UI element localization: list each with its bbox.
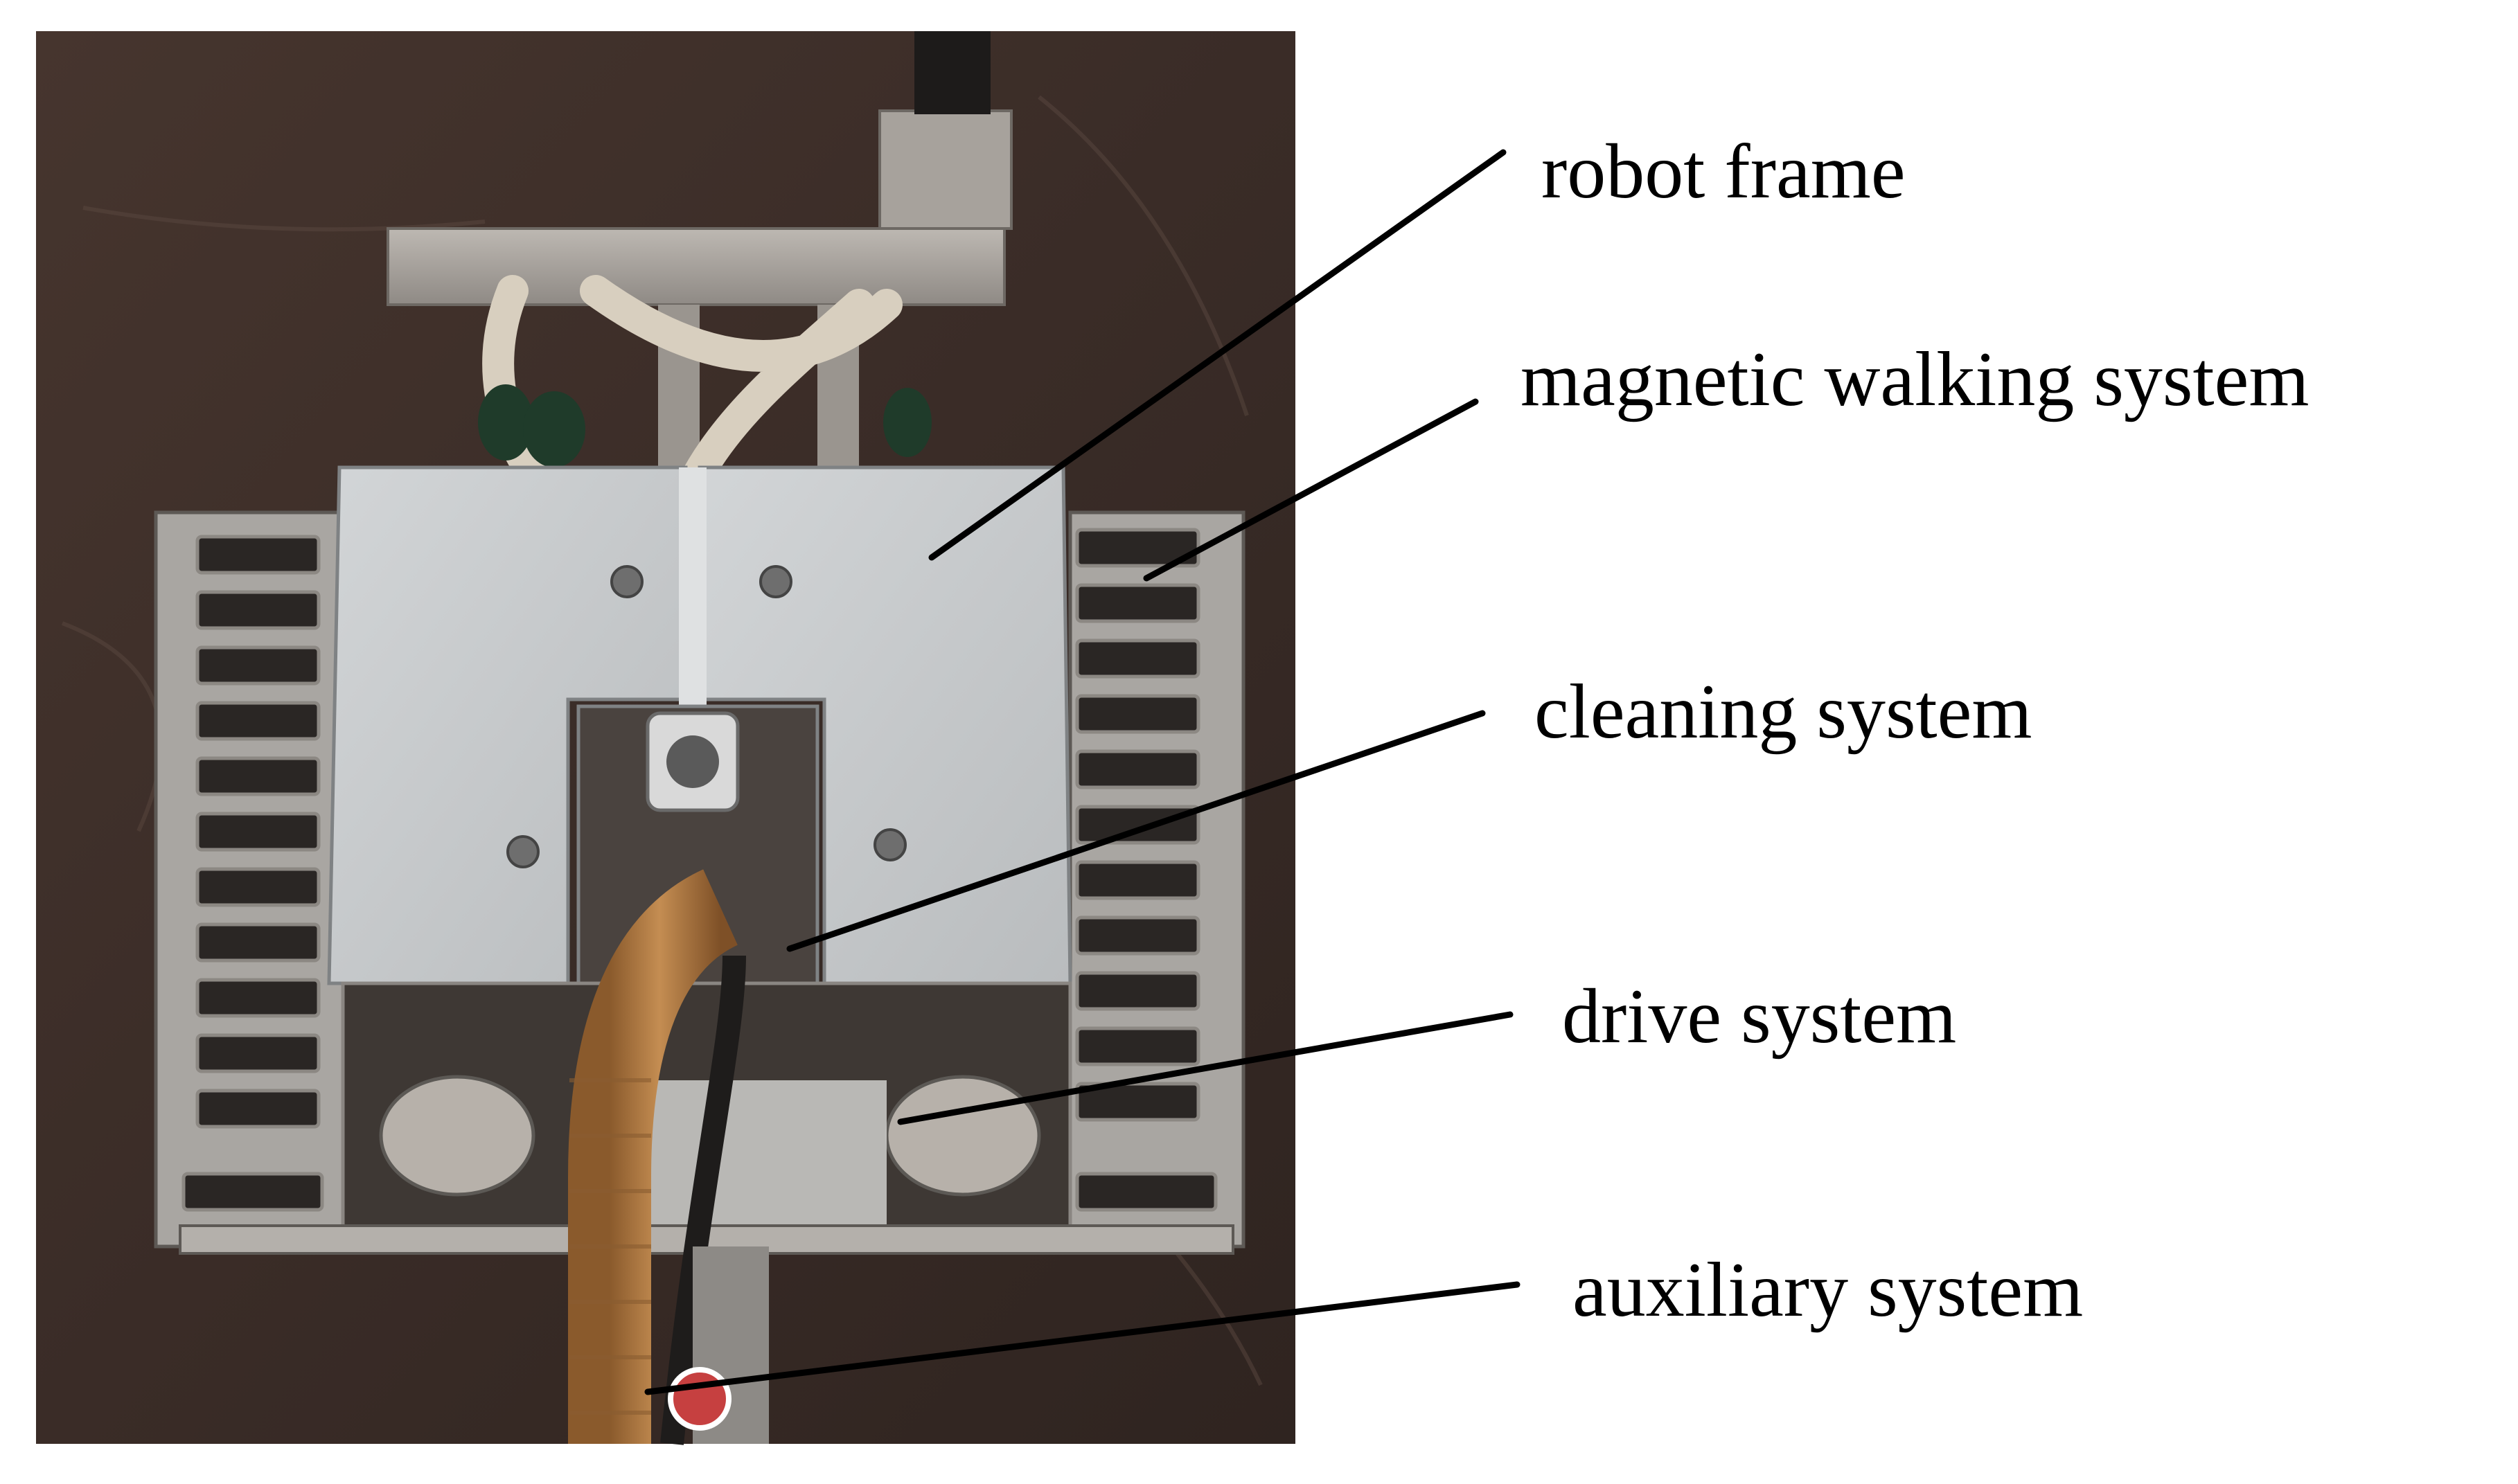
leader-line-magnetic-walking — [1143, 398, 1479, 582]
robot-photo — [36, 31, 1295, 1445]
top-bracket-bar — [387, 227, 1006, 306]
right-track — [1075, 528, 1218, 1212]
track-pad — [195, 812, 321, 852]
track-pad — [1075, 638, 1200, 679]
track-pad — [1075, 1172, 1218, 1212]
track-pad — [195, 867, 321, 907]
track-pad — [195, 535, 321, 575]
left-track — [181, 535, 324, 1212]
panel-bolt — [610, 565, 644, 598]
track-pad — [1075, 915, 1200, 956]
hose-ribs — [569, 1078, 651, 1415]
track-pad — [1075, 1082, 1200, 1122]
cleaning-motor-hub — [666, 735, 719, 788]
robot-frame-panels — [327, 465, 1072, 985]
label-cleaning-system: cleaning system — [1534, 669, 2032, 755]
panel-bolt — [506, 835, 540, 868]
label-drive-system: drive system — [1562, 974, 1956, 1060]
labels: robot frame magnetic walking system clea… — [1520, 129, 2309, 1333]
strap-clip-left — [478, 384, 533, 461]
panel-bolt — [759, 565, 792, 598]
label-robot-frame: robot frame — [1541, 129, 1906, 215]
leader-line-robot-frame — [928, 149, 1507, 561]
track-pad — [195, 590, 321, 630]
top-camera — [914, 31, 991, 114]
leader-line-cleaning — [786, 710, 1486, 952]
track-pad — [195, 922, 321, 963]
drive-motor-right — [885, 1075, 1041, 1197]
track-pad — [1075, 694, 1200, 734]
top-bracket-hanger — [878, 109, 1013, 230]
drive-motor-left — [379, 1075, 535, 1197]
track-pad — [1075, 860, 1200, 900]
label-auxiliary-system: auxiliary system — [1572, 1247, 2083, 1333]
panel-bolt — [874, 828, 907, 861]
leader-line-drive — [897, 1011, 1514, 1125]
track-pad — [195, 756, 321, 796]
track-pad — [1075, 971, 1200, 1011]
track-pad — [1075, 805, 1200, 845]
track-pad — [195, 645, 321, 686]
track-pad — [1075, 1026, 1200, 1066]
leader-line-auxiliary — [644, 1281, 1520, 1395]
track-pad — [1075, 749, 1200, 789]
auxiliary-connector — [668, 1367, 732, 1431]
track-pad — [195, 1089, 321, 1129]
label-magnetic-walking-system: magnetic walking system — [1520, 337, 2309, 422]
track-pad — [195, 978, 321, 1018]
panel-seam — [679, 467, 707, 706]
track-pad — [195, 701, 321, 741]
cable-bundle — [660, 955, 746, 1445]
strap-clip-right — [883, 388, 932, 457]
leader-lines — [644, 149, 1520, 1395]
track-pad — [181, 1172, 324, 1212]
floor-streaks — [61, 95, 1263, 1386]
strap-clip-center — [523, 391, 585, 467]
track-pad — [195, 1033, 321, 1073]
track-pad — [1075, 583, 1200, 623]
